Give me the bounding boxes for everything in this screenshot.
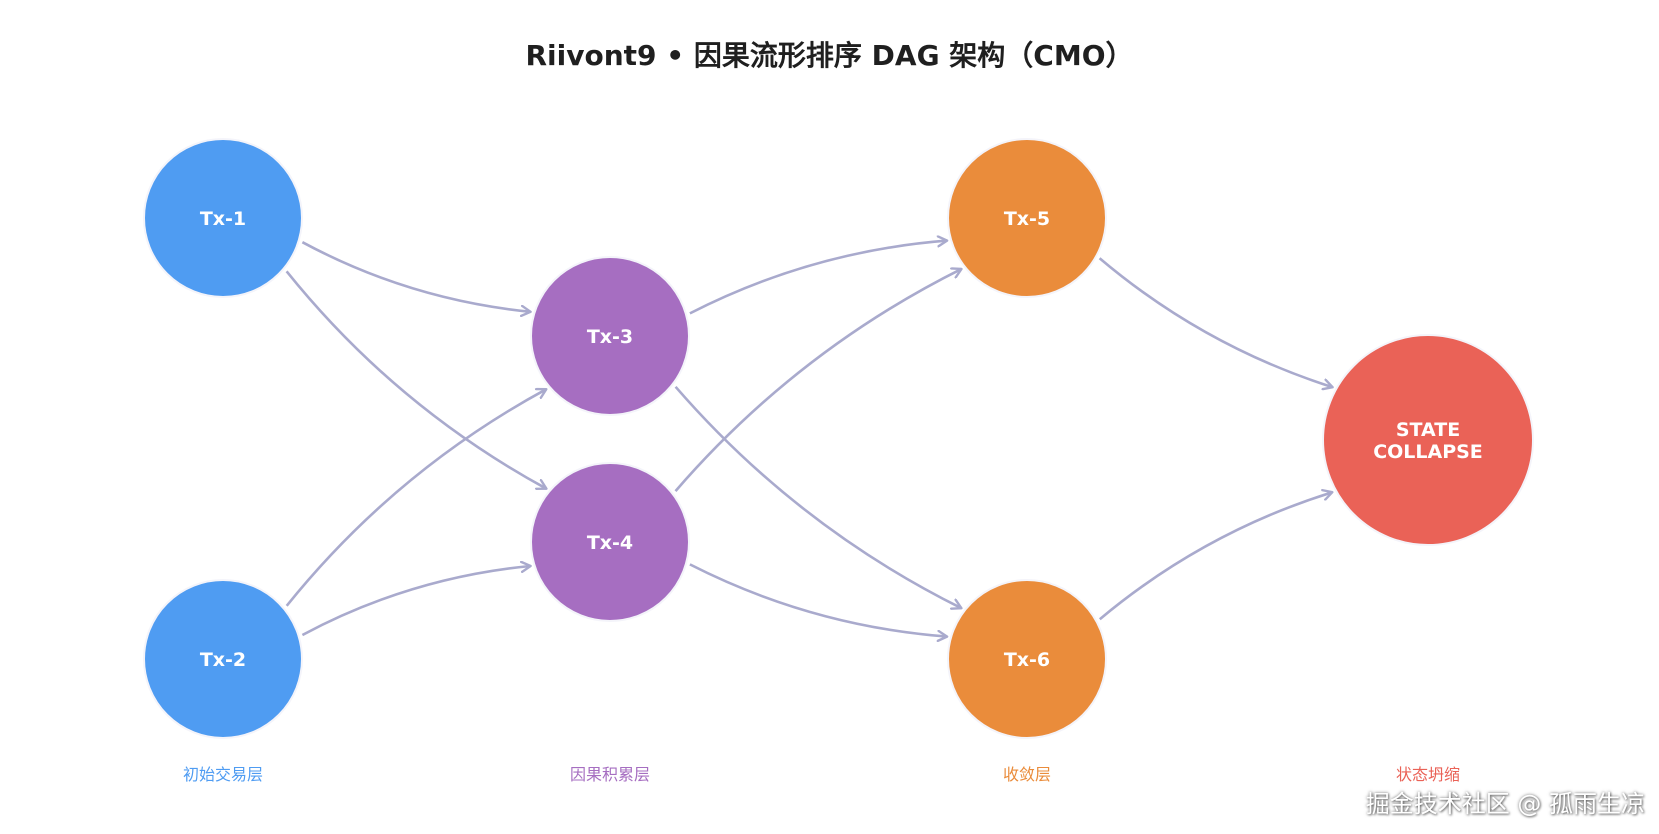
node-tx5-circle — [947, 138, 1107, 298]
layer-label-convergence: 收敛层 — [1003, 765, 1051, 784]
node-tx2-circle — [143, 579, 303, 739]
edge-tx4-to-tx5 — [674, 269, 962, 492]
edge-tx3-to-tx5 — [689, 241, 947, 315]
edge-tx4-to-tx6 — [689, 563, 947, 636]
node-collapse-label: STATE — [1396, 419, 1460, 441]
node-tx5-label: Tx-5 — [1004, 208, 1050, 230]
node-tx6-label: Tx-6 — [1004, 649, 1050, 671]
node-collapse-circle — [1322, 334, 1534, 546]
edge-tx6-to-collapse — [1098, 492, 1333, 621]
layer-label-collapse: 状态坍缩 — [1396, 765, 1460, 784]
node-tx3-circle — [530, 256, 690, 416]
watermark: 掘金技术社区 @ 孤雨生凉 — [1365, 790, 1645, 818]
page-title: Riivont9 • 因果流形排序 DAG 架构（CMO） — [525, 39, 1134, 72]
node-tx5[interactable]: Tx-5 — [947, 138, 1107, 298]
edge-tx1-to-tx3 — [301, 241, 530, 312]
node-collapse-label: COLLAPSE — [1373, 441, 1483, 463]
node-tx1[interactable]: Tx-1 — [143, 138, 303, 298]
edge-tx3-to-tx6 — [674, 385, 962, 608]
node-tx1-label: Tx-1 — [200, 208, 246, 230]
node-tx3[interactable]: Tx-3 — [530, 256, 690, 416]
node-tx6[interactable]: Tx-6 — [947, 579, 1107, 739]
edge-tx5-to-collapse — [1098, 257, 1333, 387]
node-tx4-label: Tx-4 — [587, 532, 633, 554]
edge-tx1-to-tx4 — [285, 270, 547, 488]
edge-tx2-to-tx4 — [301, 566, 530, 637]
node-tx4[interactable]: Tx-4 — [530, 462, 690, 622]
node-tx2-label: Tx-2 — [200, 649, 246, 671]
layer-label-initial: 初始交易层 — [183, 765, 263, 784]
layer-label-causal: 因果积累层 — [570, 765, 650, 784]
node-tx4-circle — [530, 462, 690, 622]
edge-tx2-to-tx3 — [285, 389, 547, 607]
layer-labels: 初始交易层 因果积累层 收敛层 状态坍缩 — [183, 765, 1460, 784]
edges-layer — [285, 241, 1333, 637]
node-tx1-circle — [143, 138, 303, 298]
node-tx6-circle — [947, 579, 1107, 739]
node-tx3-label: Tx-3 — [587, 326, 633, 348]
node-tx2[interactable]: Tx-2 — [143, 579, 303, 739]
